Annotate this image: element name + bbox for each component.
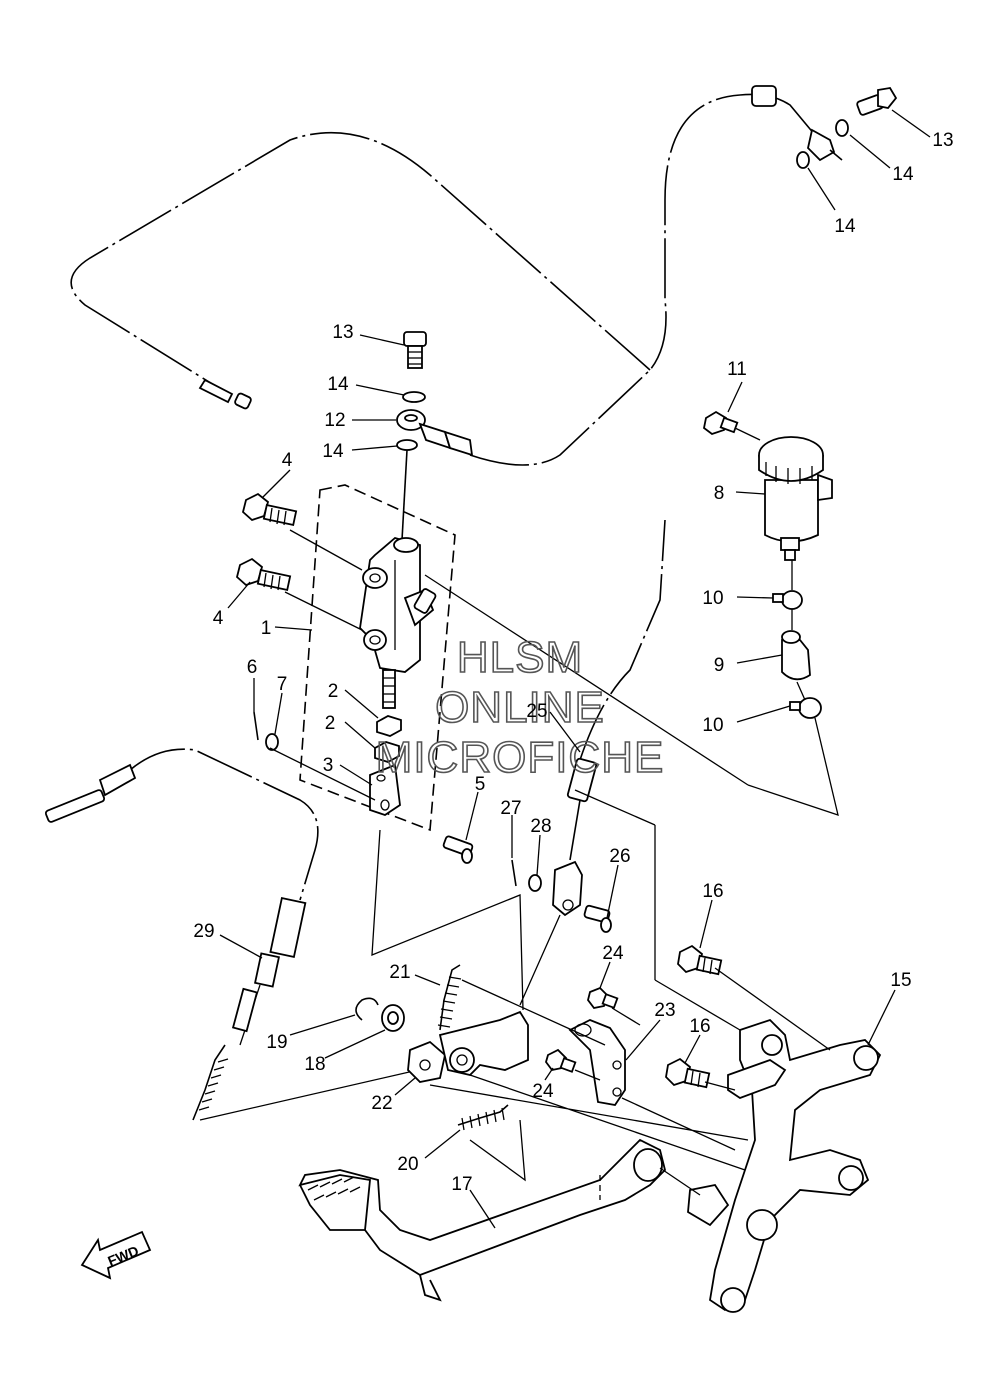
footrest-bracket-15 <box>709 1018 882 1313</box>
clamp-10-upper <box>772 590 803 610</box>
callout-29: 29 <box>193 921 214 942</box>
washer-7 <box>265 733 279 751</box>
watermark-line-2: ONLINE <box>435 683 605 732</box>
watermark-line-1: HLSM <box>457 633 583 682</box>
banjo-12 <box>396 409 474 457</box>
washer-14-c <box>835 119 849 137</box>
master-cylinder-1 <box>359 537 437 673</box>
brake-pedal-17 <box>298 1138 730 1302</box>
upper-cable-end <box>198 378 234 404</box>
callout-14-right-lower: 14 <box>834 216 856 237</box>
nut-2-b <box>374 741 400 763</box>
banjo-upper <box>807 128 836 162</box>
bolt-16-lower <box>665 1057 711 1089</box>
callout-28: 28 <box>530 816 551 837</box>
left-cable-end <box>44 789 106 823</box>
left-cable-thread <box>98 763 137 797</box>
callout-7: 7 <box>277 674 288 695</box>
callout-8: 8 <box>714 483 725 504</box>
clevis-lower <box>552 860 583 917</box>
callout-13-right: 13 <box>932 130 953 151</box>
bolt-16-upper <box>677 944 723 976</box>
cotter-pin-6 <box>253 711 259 741</box>
left-cable <box>129 748 319 901</box>
upper-cable-tip <box>234 392 252 410</box>
push-rod <box>382 669 396 709</box>
upper-hose-loop <box>70 94 741 466</box>
callout-18: 18 <box>304 1054 325 1075</box>
bolt-11 <box>703 410 739 436</box>
callout-24-upper: 24 <box>602 943 624 964</box>
callout-24-lower: 24 <box>532 1081 554 1102</box>
callout-6: 6 <box>247 657 258 678</box>
callout-27: 27 <box>500 798 521 819</box>
callout-10-lower: 10 <box>702 715 723 736</box>
center-cable-rod <box>569 799 581 861</box>
callout-10-upper: 10 <box>702 588 723 609</box>
callout-leaders <box>219 109 931 1229</box>
circlip-19 <box>355 997 379 1021</box>
callout-19: 19 <box>266 1032 287 1053</box>
washer-28 <box>528 874 542 892</box>
watermark-line-3: MICROFICHE <box>376 733 665 782</box>
callout-14-right: 14 <box>892 164 914 185</box>
bolt-4-upper <box>241 492 298 527</box>
bolt-13-upper <box>403 331 427 369</box>
washer-14-d <box>796 151 810 169</box>
center-cable <box>579 519 666 761</box>
plate-23 <box>568 1019 626 1106</box>
callout-3: 3 <box>323 755 334 776</box>
master-cylinder-group-outline <box>299 484 456 832</box>
callout-20: 20 <box>397 1154 418 1175</box>
nut-2-a <box>376 715 402 737</box>
cotter-pin-27 <box>511 859 517 887</box>
callout-11: 11 <box>727 359 747 380</box>
reservoir-leader-vee <box>747 717 839 816</box>
callout-15: 15 <box>890 970 911 991</box>
callout-22: 22 <box>371 1093 392 1114</box>
callout-16-lower: 16 <box>689 1016 710 1037</box>
callout-12: 12 <box>324 410 345 431</box>
callout-23: 23 <box>654 1000 675 1021</box>
callout-4-lower: 4 <box>213 608 224 629</box>
callout-1: 1 <box>261 618 272 639</box>
callout-5: 5 <box>475 774 486 795</box>
guide-lines <box>269 747 749 1182</box>
callout-4-upper: 4 <box>282 450 293 471</box>
pin-5 <box>442 835 474 864</box>
reservoir-8 <box>758 436 833 561</box>
callout-2-lower: 2 <box>325 713 336 734</box>
callout-26: 26 <box>609 846 630 867</box>
callout-14-upper: 14 <box>327 374 349 395</box>
lever-bracket <box>438 1010 529 1076</box>
callout-13-upper: 13 <box>332 322 353 343</box>
bolt-24-lower <box>545 1048 577 1073</box>
spring-20 <box>457 1104 509 1131</box>
bolt-13-right <box>856 87 898 116</box>
bolt-4-lower <box>235 557 292 592</box>
pin-26 <box>583 904 612 933</box>
washer-14-b <box>396 439 418 451</box>
callout-numbers: 13 14 14 13 14 12 14 11 8 4 4 1 10 9 10 … <box>193 130 953 1195</box>
bolt-24-upper <box>587 986 619 1009</box>
callout-17: 17 <box>451 1174 472 1195</box>
callout-14-middle: 14 <box>322 441 344 462</box>
clamp-10-lower <box>789 697 822 719</box>
cable-29-assembly <box>192 897 307 1121</box>
hose-fitting-top <box>751 85 777 107</box>
callout-21: 21 <box>389 962 410 983</box>
clevis-22 <box>407 1040 446 1083</box>
callout-2-upper: 2 <box>328 681 339 702</box>
callout-16-upper: 16 <box>702 881 723 902</box>
watermark: HLSM ONLINE MICROFICHE <box>375 632 665 783</box>
washer-14-a <box>402 391 426 403</box>
spring-21 <box>437 964 462 1031</box>
callout-9: 9 <box>714 655 725 676</box>
callout-25: 25 <box>526 701 547 722</box>
forward-direction-arrow: FWD <box>80 1230 152 1280</box>
hose-9 <box>781 630 811 681</box>
clevis-3 <box>369 763 401 816</box>
